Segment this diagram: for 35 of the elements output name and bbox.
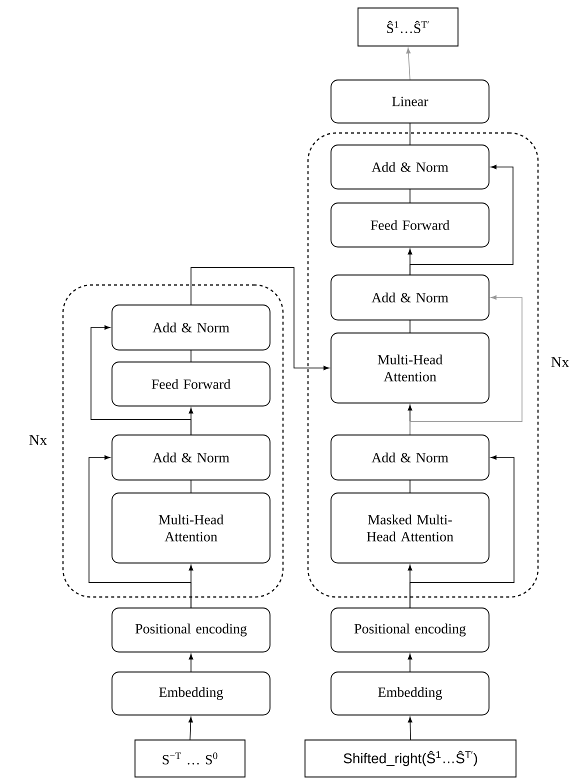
repeat-label: Nx <box>29 435 47 445</box>
layer-box: Multi-Head Attention <box>330 332 490 404</box>
sequence-box: Ŝ$^{1}$…Ŝ$^{T′}$ <box>358 8 458 46</box>
arrow <box>410 164 514 275</box>
layer-box: Linear <box>330 80 490 124</box>
arrow <box>410 295 522 435</box>
layer-box: Positional encoding <box>112 608 270 652</box>
arrow <box>188 654 194 672</box>
layer-box: Add & Norm <box>112 434 270 480</box>
dashed-group-frame <box>62 284 284 598</box>
arrow <box>188 716 193 740</box>
layer-box: Embedding <box>330 672 490 716</box>
layer-box: Feed Forward <box>112 362 270 406</box>
arrow <box>88 455 192 608</box>
arrow <box>90 325 192 435</box>
arrow <box>190 267 330 370</box>
arrow <box>408 654 412 672</box>
sequence-box: Shifted_right(Ŝ$^{1}$…Ŝ$^{T′}$) <box>304 740 516 778</box>
layer-box: Add & Norm <box>330 144 490 190</box>
dashed-group-frame <box>307 132 539 598</box>
connector-line <box>190 350 192 362</box>
layer-box: Embedding <box>112 672 270 716</box>
sequence-box: S$^{−T}$ … S$^{0}$ <box>134 740 246 778</box>
layer-box: Add & Norm <box>330 434 490 480</box>
arrow <box>410 455 514 608</box>
layer-box: Feed Forward <box>330 202 490 248</box>
arrow <box>408 716 412 740</box>
layer-box: Add & Norm <box>112 304 270 350</box>
repeat-label: Nx <box>551 357 569 367</box>
layer-box: Masked Multi-Head Attention <box>330 492 490 564</box>
layer-box: Positional encoding <box>330 608 490 652</box>
layer-box: Multi-Head Attention <box>112 492 270 564</box>
arrow <box>406 48 411 80</box>
connector-line <box>190 480 192 493</box>
layer-box: Add & Norm <box>330 274 490 320</box>
